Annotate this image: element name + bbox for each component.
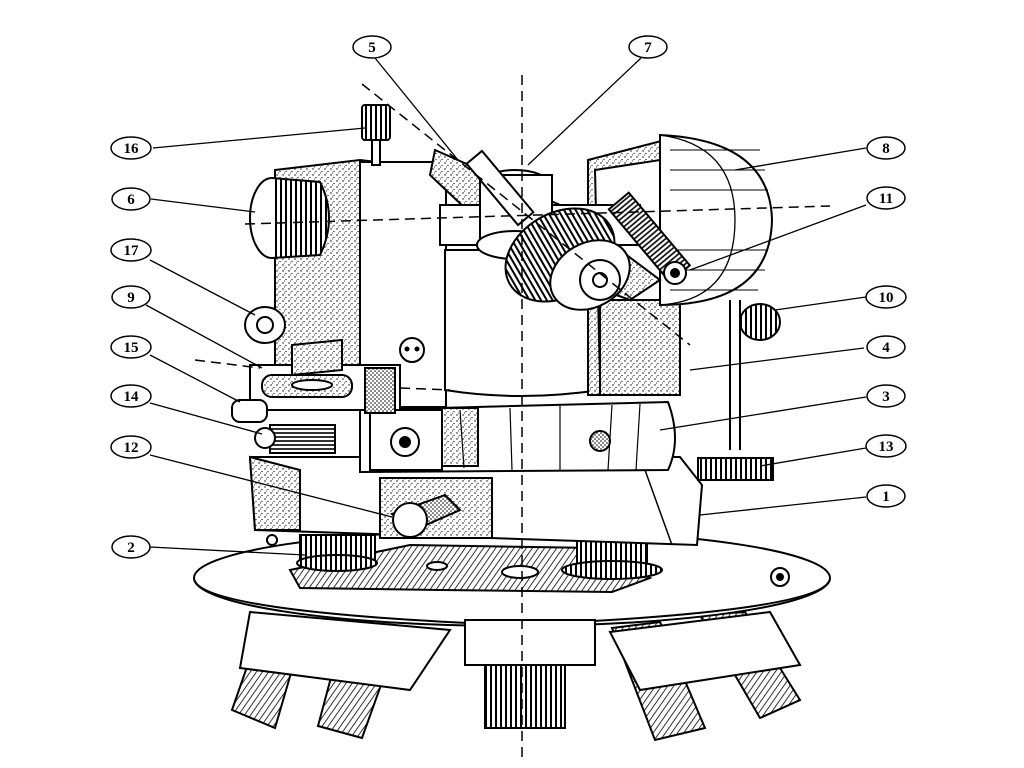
leader-1 [699,496,867,516]
circle-window [589,430,611,452]
callout-7-label: 7 [644,40,652,56]
small-knob [266,534,278,546]
center-post [484,659,566,729]
callout-13-label: 13 [879,439,894,455]
leader-lines [145,57,867,556]
base-plate [193,529,831,666]
tripod-shoulder-left [238,610,452,692]
callout-8-label: 8 [882,141,890,157]
tangent-screw-14 [269,424,336,454]
horizontal-axis-line [244,205,831,225]
callout-11: 11 [866,186,906,210]
level-axis [194,359,261,369]
callout-15-label: 15 [124,340,139,356]
tribrach-body [248,455,774,547]
leader-16 [152,127,366,149]
callouts: 5 7 16 8 6 11 17 9 [110,35,907,559]
telescope [428,148,692,311]
knobs [244,104,781,344]
callout-8: 8 [866,136,906,160]
callout-9-label: 9 [127,290,135,306]
callout-17: 17 [110,238,152,262]
reference-lines [194,75,831,760]
leader-8 [734,147,867,171]
bolt-1 [426,561,448,571]
mirror [291,338,343,377]
plate-hole [501,565,539,579]
screw-13 [697,457,774,481]
callout-1-label: 1 [882,489,890,505]
callout-2-label: 2 [127,540,135,556]
leader-14 [149,402,263,435]
leader-3 [659,396,867,431]
callout-13: 13 [865,434,907,458]
callout-10-label: 10 [879,290,894,306]
callout-4: 4 [866,335,906,359]
callout-11-label: 11 [879,191,893,207]
leader-9 [145,304,263,369]
leader-4 [689,347,865,371]
callout-17-label: 17 [124,243,140,259]
knob-16 [361,104,391,141]
leader-13 [759,447,867,467]
knob-6 [271,177,330,259]
callout-5: 5 [352,35,392,59]
level-assembly [231,338,401,454]
callout-9: 9 [111,285,151,309]
leader-15 [149,354,241,403]
horizontal-circle [359,400,676,474]
callout-15: 15 [110,335,152,359]
level-bubble [291,379,333,391]
clamp-knob-12 [392,502,428,538]
level-bracket [364,367,396,414]
callout-2: 2 [111,535,151,559]
level-screw-15 [231,399,268,423]
knob-10 [739,303,781,341]
leader-10 [774,296,867,311]
callout-12: 12 [110,435,152,459]
leader-2 [149,546,306,556]
tripod-shoulder-right [608,610,802,692]
center-hub [464,619,596,666]
leader-12 [149,454,393,518]
callout-16: 16 [110,136,152,160]
callout-6-label: 6 [127,192,135,208]
callout-5-label: 5 [368,40,376,56]
foot-screws [266,534,663,580]
tribrach-plate [288,543,653,594]
leader-7 [527,57,642,166]
leader-17 [149,259,256,316]
callout-3-label: 3 [882,389,890,405]
leader-5 [374,57,459,161]
callout-14-label: 14 [124,389,140,405]
callout-7: 7 [628,35,668,59]
callout-6: 6 [111,187,151,211]
callout-10: 10 [865,285,907,309]
callout-16-label: 16 [124,141,140,157]
callout-12-label: 12 [124,440,139,456]
callout-1: 1 [866,484,906,508]
tripod [230,610,802,742]
callout-14: 14 [110,384,152,408]
leader-6 [150,198,256,213]
callout-4-label: 4 [882,340,890,356]
callout-3: 3 [866,384,906,408]
right-standard-front [599,299,681,396]
leader-11 [689,204,867,271]
line-of-sight [361,83,691,346]
